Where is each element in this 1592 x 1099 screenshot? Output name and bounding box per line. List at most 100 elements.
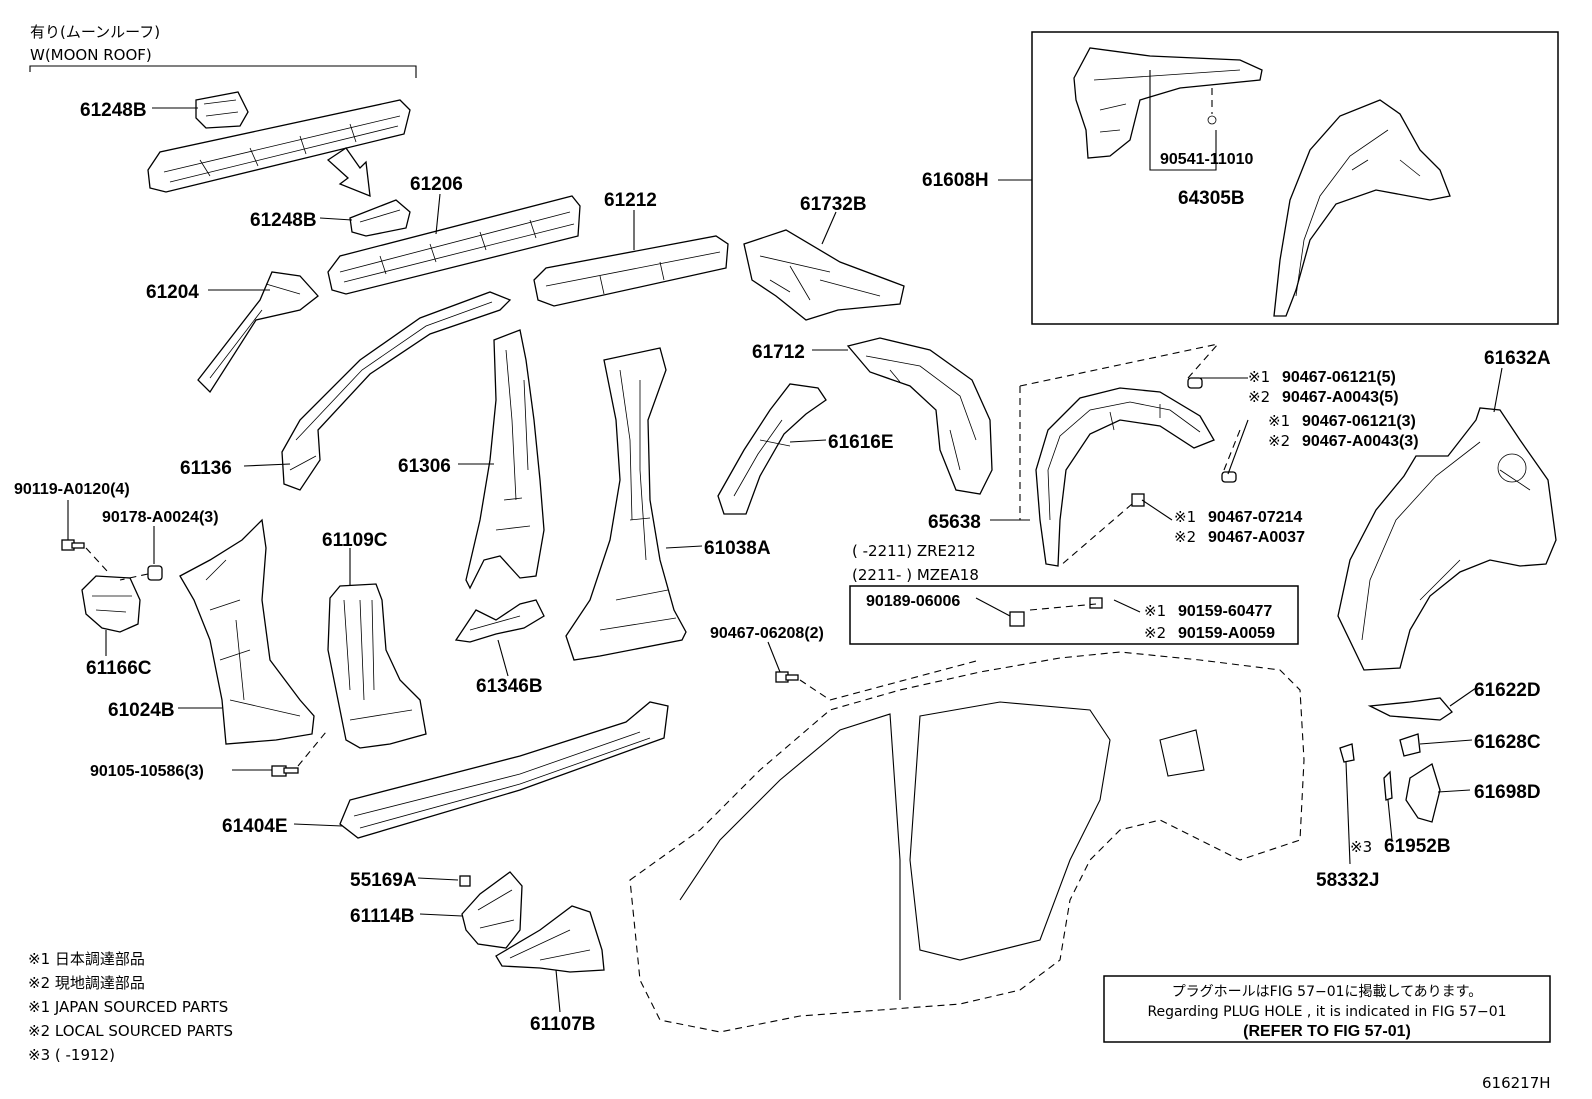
label-61248B-upper: 61248B	[80, 100, 147, 121]
part-61622D-drawing	[1367, 697, 1453, 721]
part-61608H-detail-box	[1031, 31, 1559, 325]
mark-b1-symbol: ※1	[1268, 412, 1290, 430]
bolt-variant-box	[849, 585, 1299, 645]
mark-c1-symbol: ※1	[1174, 508, 1196, 526]
part-61616E-drawing	[717, 383, 827, 515]
mark-d2-symbol: ※2	[1144, 624, 1166, 642]
label-90159-60477: 90159-60477	[1178, 603, 1272, 620]
part-61107B-drawing	[495, 905, 605, 973]
model-note-zre212: ( -2211) ZRE212	[852, 542, 976, 560]
part-61698D-drawing	[1405, 762, 1441, 823]
label-61306: 61306	[398, 456, 451, 477]
info-line-jp: プラグホールはFIG 57−01に掲載してあります。	[1172, 984, 1483, 1000]
label-64305B: 64305B	[1178, 188, 1245, 209]
part-61346B-drawing	[454, 599, 545, 643]
info-line-refer: (REFER TO FIG 57-01)	[1243, 1023, 1411, 1040]
part-61024B-drawing	[179, 518, 315, 745]
label-61204: 61204	[146, 282, 199, 303]
mark-a1-symbol: ※1	[1248, 368, 1270, 386]
part-61114B-drawing	[461, 871, 523, 949]
label-90467-06121-5: 90467-06121(5)	[1282, 369, 1396, 386]
part-58332J-drawing	[1339, 743, 1355, 763]
label-90467-A0037: 90467-A0037	[1208, 529, 1305, 546]
label-55169A: 55169A	[350, 870, 417, 891]
legend-line-2: ※2 現地調達部品	[28, 974, 145, 992]
nut-90178-drawing	[119, 565, 163, 581]
label-61038A: 61038A	[704, 538, 771, 559]
label-61952B: 61952B	[1384, 836, 1451, 857]
label-90467-06121-3: 90467-06121(3)	[1302, 413, 1416, 430]
label-61114B: 61114B	[350, 906, 414, 927]
part-65638-drawing	[1035, 387, 1215, 567]
label-61346B: 61346B	[476, 676, 543, 697]
part-61136-drawing	[281, 291, 512, 491]
legend-line-5: ※3 ( -1912)	[28, 1046, 115, 1064]
bolt-90467-06208-drawing	[775, 671, 831, 701]
moonroof-label-en: W(MOON ROOF)	[30, 46, 152, 64]
plug-hole-info-box: プラグホールはFIG 57−01に掲載してあります。 Regarding PLU…	[1103, 975, 1551, 1043]
part-labels: 61248B 61248B 61206 61212 61732B 61608H …	[14, 100, 1551, 1035]
wheel-liner-fasteners	[1009, 343, 1241, 627]
label-90105-10586: 90105-10586(3)	[90, 763, 204, 780]
part-61732B-drawing	[743, 229, 905, 321]
part-61248B-lower-drawing	[349, 199, 411, 237]
label-90467-07214: 90467-07214	[1208, 509, 1302, 526]
label-90119-A0120: 90119-A0120(4)	[14, 481, 130, 498]
part-61109C-drawing	[327, 583, 427, 749]
marked-part-labels: ※1 90467-06121(5) ※2 90467-A0043(5) ※1 9…	[1144, 368, 1419, 856]
label-90189-06006: 90189-06006	[866, 593, 960, 610]
legend: ※1 日本調達部品 ※2 現地調達部品 ※1 JAPAN SOURCED PAR…	[28, 950, 233, 1064]
model-note-mzea18: (2211- ) MZEA18	[852, 566, 979, 584]
label-61632A: 61632A	[1484, 348, 1551, 369]
part-moonroof-header-drawing	[147, 99, 411, 193]
moonroof-header: 有り(ムーンルーフ) W(MOON ROOF)	[29, 23, 417, 78]
part-61712-drawing	[846, 337, 993, 495]
model-notes: ( -2211) ZRE212 (2211- ) MZEA18	[852, 542, 979, 584]
moonroof-bracket	[29, 65, 417, 78]
legend-line-3: ※1 JAPAN SOURCED PARTS	[28, 998, 228, 1016]
label-61107B: 61107B	[530, 1014, 596, 1035]
label-90467-A0043-3: 90467-A0043(3)	[1302, 433, 1419, 450]
part-61632A-drawing	[1337, 407, 1557, 671]
label-61404E: 61404E	[222, 816, 288, 837]
label-61732B: 61732B	[800, 194, 867, 215]
part-61628C-drawing	[1399, 733, 1421, 757]
label-61206: 61206	[410, 174, 463, 195]
label-61166C: 61166C	[86, 658, 152, 679]
info-line-en: Regarding PLUG HOLE , it is indicated in…	[1147, 1004, 1506, 1020]
label-90159-A0059: 90159-A0059	[1178, 625, 1275, 642]
part-55169A-drawing	[459, 875, 471, 887]
label-58332J: 58332J	[1316, 870, 1379, 891]
part-61952B-drawing	[1383, 770, 1393, 801]
part-61212-drawing	[533, 235, 729, 307]
label-61024B: 61024B	[108, 700, 175, 721]
label-90467-06208: 90467-06208(2)	[710, 625, 824, 642]
part-61404E-drawing	[339, 701, 669, 839]
part-61038A-drawing	[565, 347, 687, 661]
leader-lines	[67, 70, 1503, 1013]
label-61136: 61136	[180, 458, 232, 479]
legend-line-1: ※1 日本調達部品	[28, 950, 145, 968]
label-90178-A0024: 90178-A0024(3)	[102, 509, 219, 526]
label-61712: 61712	[752, 342, 805, 363]
part-61166C-drawing	[81, 575, 141, 633]
label-61109C: 61109C	[322, 530, 388, 551]
label-61248B-lower: 61248B	[250, 210, 317, 231]
mark-b2-symbol: ※2	[1268, 432, 1290, 450]
label-61608H: 61608H	[922, 170, 989, 191]
legend-line-4: ※2 LOCAL SOURCED PARTS	[28, 1022, 233, 1040]
label-61628C: 61628C	[1474, 732, 1541, 753]
part-61204-drawing	[197, 271, 319, 394]
mark-c2-symbol: ※2	[1174, 528, 1196, 546]
part-61206-drawing	[327, 195, 581, 295]
figure-id: 616217H	[1482, 1074, 1551, 1092]
bolt-90105-drawing	[271, 731, 327, 777]
label-61616E: 61616E	[828, 432, 894, 453]
label-61698D: 61698D	[1474, 782, 1541, 803]
bolt-90119-drawing	[61, 539, 109, 573]
body-side-outline	[629, 651, 1305, 1033]
label-90541-11010: 90541-11010	[1160, 151, 1254, 168]
part-61248B-upper-drawing	[195, 91, 249, 129]
mark-a2-symbol: ※2	[1248, 388, 1270, 406]
